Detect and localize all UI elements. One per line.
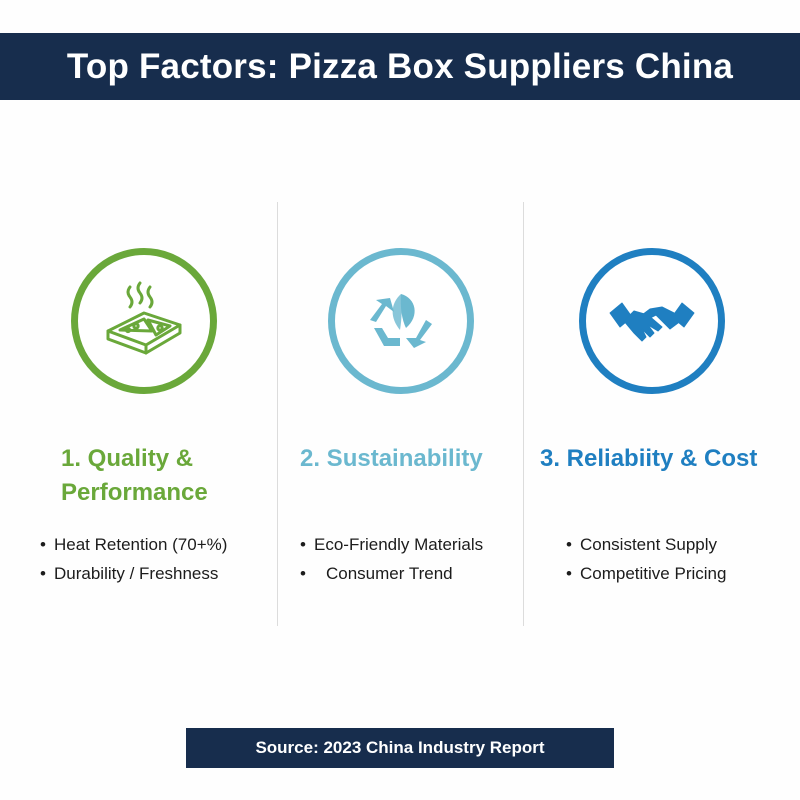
list-item: Eco-Friendly Materials <box>300 530 483 559</box>
list-item: Durability / Freshness <box>40 559 227 588</box>
heading-line: 1. Quality & <box>61 445 194 472</box>
factor-heading: 2. Sustainability <box>300 442 483 476</box>
list-item: Competitive Pricing <box>566 559 726 588</box>
column-divider <box>277 202 278 626</box>
source-text: Source: 2023 China Industry Report <box>255 738 545 757</box>
recycle-leaf-icon <box>328 248 474 394</box>
source-banner: Source: 2023 China Industry Report <box>186 728 614 768</box>
factor-heading: 1. Quality & Performance <box>61 442 208 510</box>
page-title: Top Factors: Pizza Box Suppliers China <box>66 47 734 86</box>
heading-line: 2. Sustainability <box>300 445 483 472</box>
list-item: Consistent Supply <box>566 530 726 559</box>
factor-column-reliability: 3. Reliabiity & Cost Consistent Supply C… <box>524 245 800 605</box>
factor-column-quality: 1. Quality & Performance Heat Retention … <box>0 245 277 605</box>
column-divider <box>523 202 524 626</box>
pizza-box-icon <box>71 248 217 394</box>
list-item: Consumer Trend <box>300 559 483 588</box>
handshake-icon <box>579 248 725 394</box>
factor-bullet-list: Eco-Friendly Materials Consumer Trend <box>300 530 483 588</box>
heading-line: Performance <box>61 479 208 506</box>
heading-line: 3. Reliabiity & Cost <box>540 445 758 472</box>
factor-heading: 3. Reliabiity & Cost <box>540 442 757 476</box>
list-item: Heat Retention (70+%) <box>40 530 227 559</box>
title-banner: Top Factors: Pizza Box Suppliers China <box>0 33 800 100</box>
factor-column-sustainability: 2. Sustainability Eco-Friendly Materials… <box>278 245 523 605</box>
factor-bullet-list: Heat Retention (70+%) Durability / Fresh… <box>40 530 227 588</box>
factor-bullet-list: Consistent Supply Competitive Pricing <box>566 530 726 588</box>
